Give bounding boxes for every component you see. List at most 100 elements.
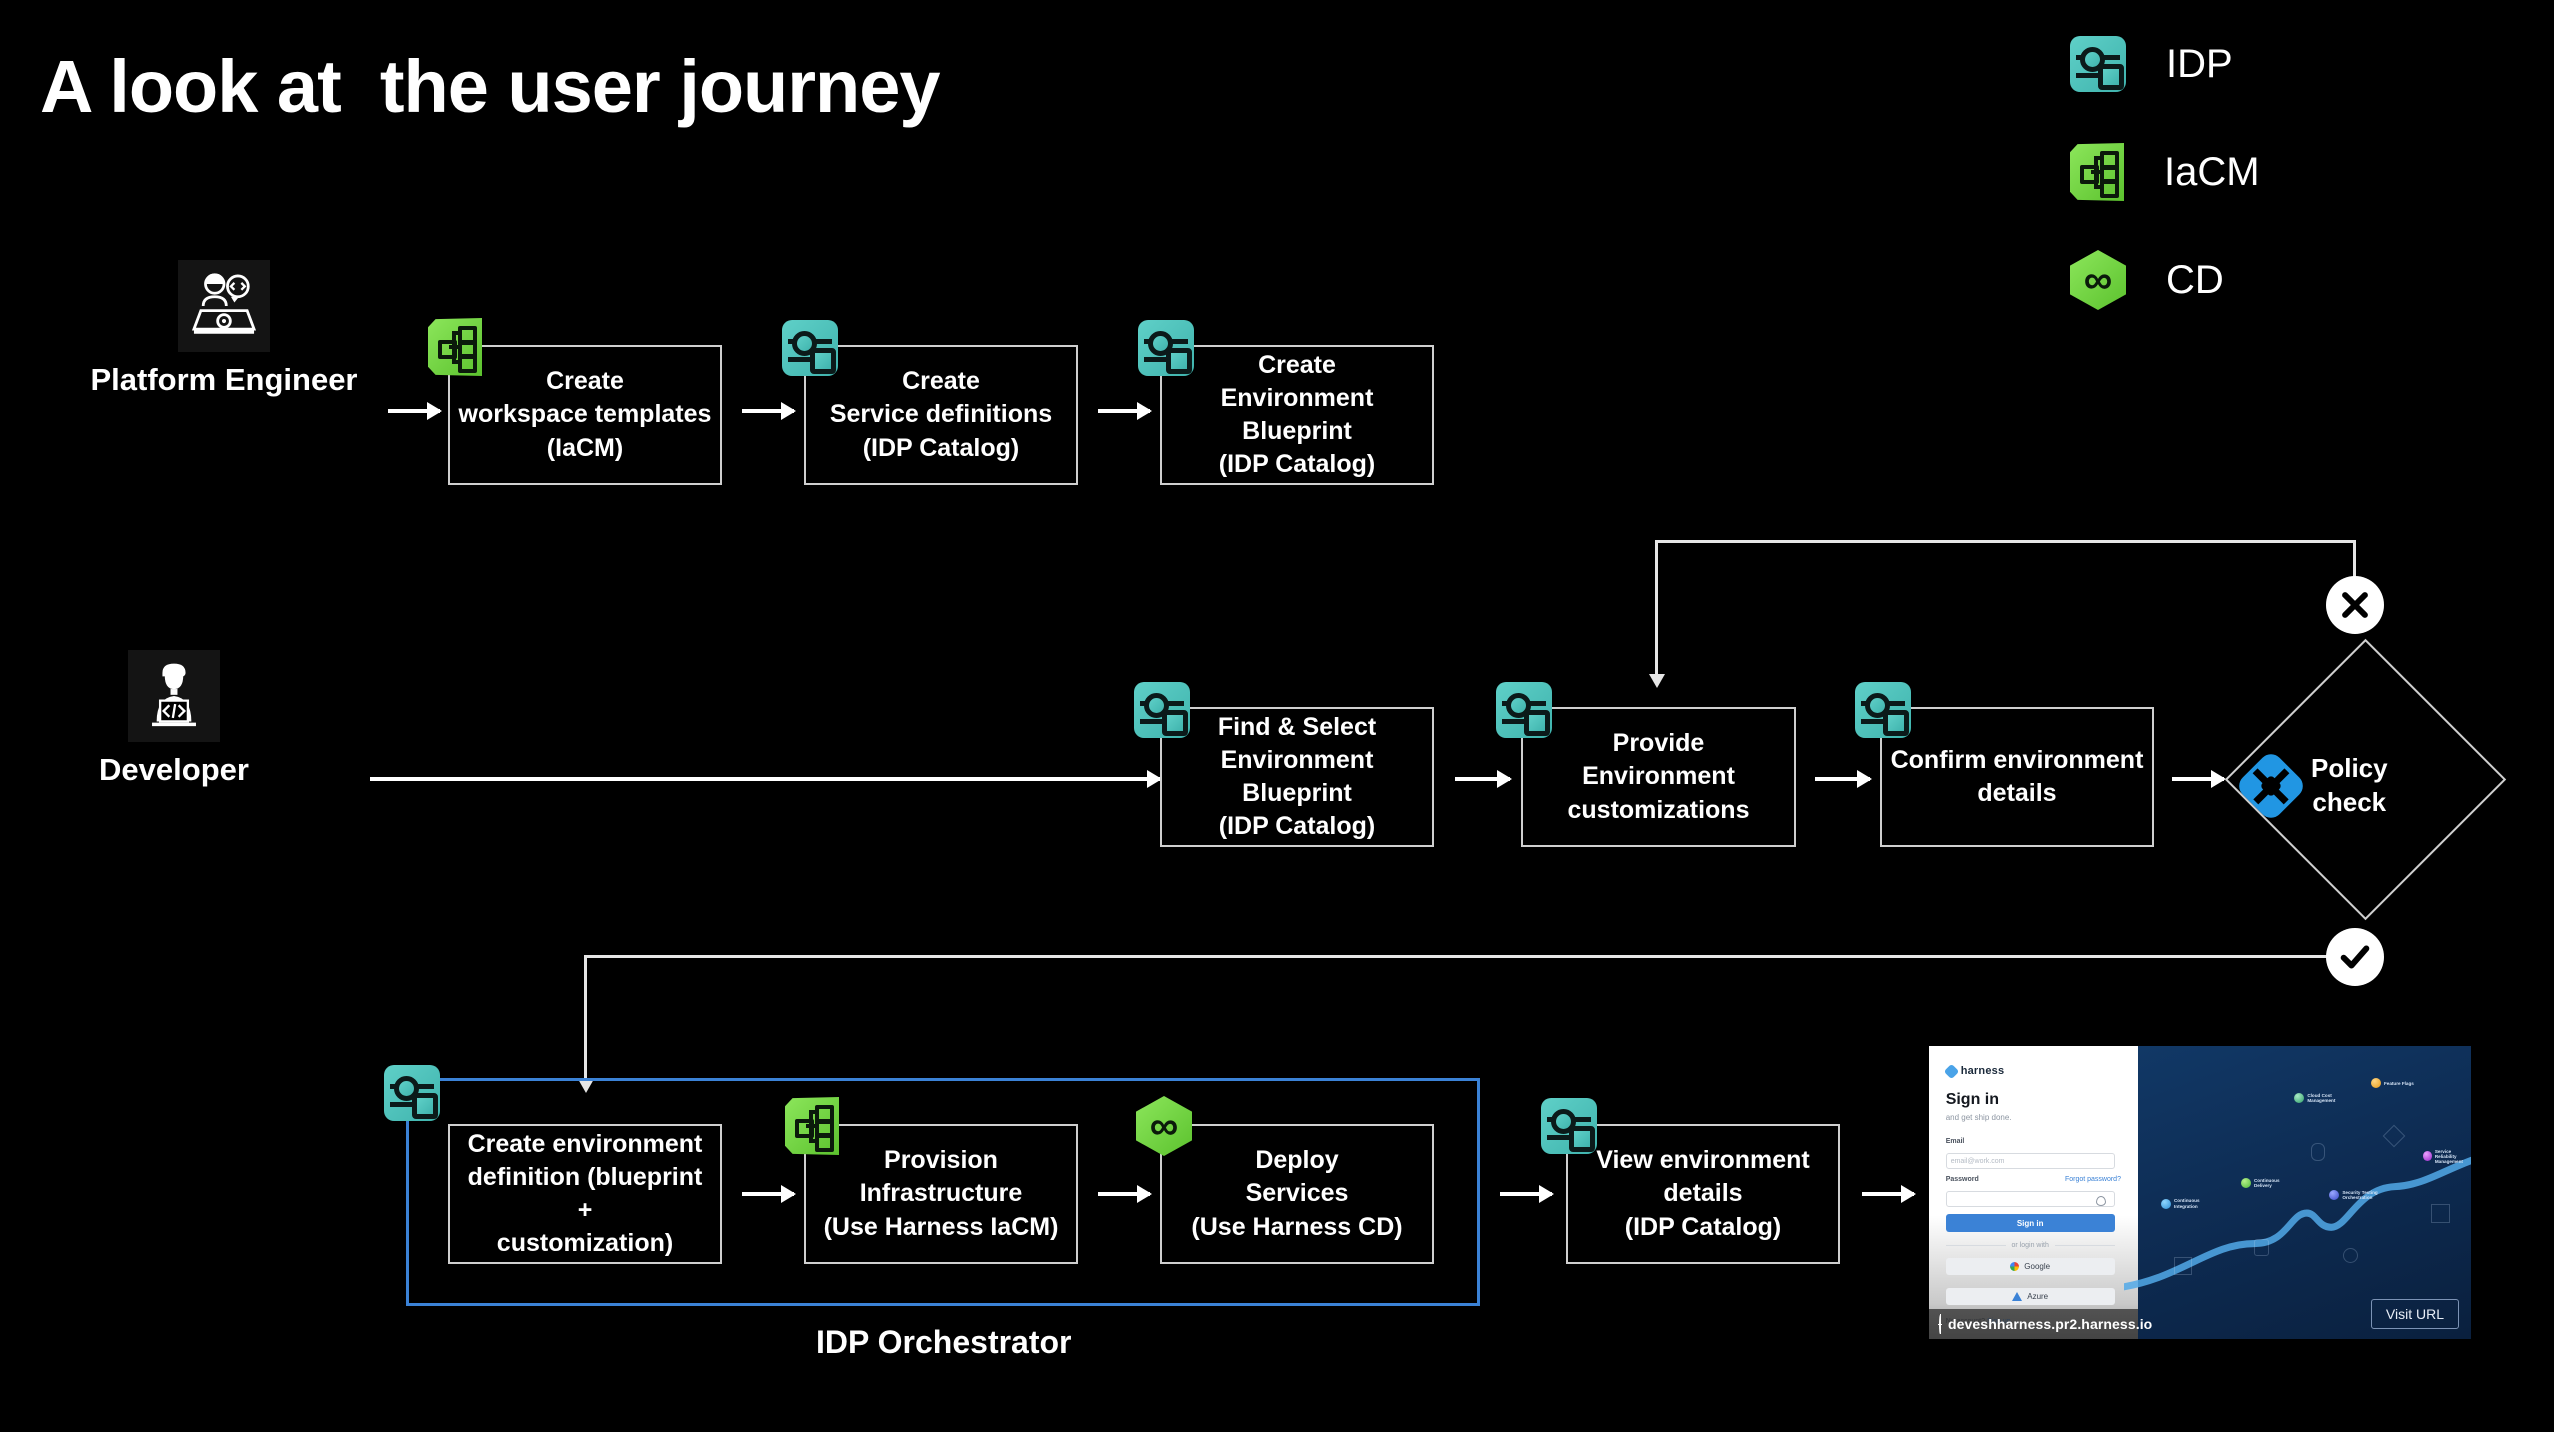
illustration-panel: Continuous Integration Continuous Delive… [2124,1046,2471,1339]
reject-path-arrow-down [1655,540,1658,676]
signin-heading: Sign in [1945,1091,2000,1109]
step-create-service-definitions[interactable]: Create Service definitions (IDP Catalog) [804,345,1078,485]
arrow-find-to-provide [1455,777,1510,781]
arrow-deploy-to-view [1500,1192,1552,1196]
arrow-create-def-to-provision [742,1192,794,1196]
harness-logo: harness [1943,1063,2005,1079]
legend-item-iacm: IaCM [2070,118,2470,226]
ci-icon [2160,1198,2171,1209]
illustration-node-cd: Continuous Delivery [2240,1177,2280,1188]
arrow-view-to-screenshot [1862,1192,1914,1196]
legend-label-cd: CD [2166,257,2224,302]
password-field[interactable] [1945,1191,2115,1208]
cost-glyph [2310,1142,2325,1161]
harness-logo-mark [1943,1063,1959,1079]
policy-icon [2234,749,2308,823]
step-label: Create Environment Blueprint (IDP Catalo… [1218,350,1376,479]
ccm-icon [2294,1093,2305,1104]
idp-icon [1541,1098,1597,1154]
delivery-glyph [2254,1239,2270,1257]
arrow-dev-to-find-select [370,777,1160,781]
signin-panel: harness Sign in and get ship done. Email… [1929,1046,2138,1339]
policy-check-content: Policy check [2234,749,2388,823]
iacm-icon [428,318,482,376]
url-text: deveshharness.pr2.harness.io [1948,1316,2153,1332]
divider: or login with [1945,1242,2115,1250]
ff-icon [2370,1078,2381,1089]
step-label: Provide Environment customizations [1567,729,1750,824]
idp-icon [384,1065,440,1121]
ci-label: Continuous Integration [2173,1198,2200,1209]
orchestrator-group [406,1078,1480,1306]
legend-label-idp: IDP [2166,41,2233,86]
reject-path-vertical-up [2353,540,2356,602]
step-view-environment-details[interactable]: View environment details (IDP Catalog) [1566,1124,1840,1264]
arrow-confirm-to-policy [2172,777,2224,781]
persona-developer: Developer [84,650,264,788]
persona-name-platform-engineer: Platform Engineer [90,362,358,397]
ff-label: Feature Flags [2383,1080,2414,1086]
illustration-node-ci: Continuous Integration [2160,1198,2200,1209]
azure-label: Azure [2027,1291,2049,1301]
srm-label: Service Reliability Management [2434,1148,2463,1164]
check-icon [2326,928,2384,986]
globe-icon [1938,1313,1942,1335]
search-glyph [2342,1248,2358,1264]
page-title: A look at the user journey [40,45,941,128]
google-icon [2010,1262,2020,1272]
idp-icon [782,320,838,376]
email-label: Email [1945,1138,1965,1146]
policy-check-label: Policy check [2311,753,2388,817]
legend-item-idp: IDP [2070,10,2470,118]
step-label: Create environment definition (blueprint… [467,1129,703,1258]
cd-node-label: Continuous Delivery [2253,1177,2280,1188]
step-create-environment-blueprint[interactable]: Create Environment Blueprint (IDP Catalo… [1160,345,1434,485]
illustration-node-srm: Service Reliability Management [2422,1148,2471,1164]
journey-path-illustration [2124,1156,2471,1290]
divider-label: or login with [2011,1242,2049,1250]
azure-icon [2012,1291,2023,1301]
cd-node-icon [2240,1177,2251,1188]
idp-icon [1496,682,1552,738]
arrow-pe-to-step1 [388,409,440,413]
step-label: Create Service definitions (IDP Catalog) [829,367,1053,462]
persona-platform-engineer: Platform Engineer [84,260,364,398]
idp-icon [1134,682,1190,738]
arrow-provide-to-confirm [1815,777,1870,781]
google-login-button[interactable]: Google [1945,1258,2115,1276]
sto-label: Security Testing Orchestration [2342,1189,2378,1200]
step-deploy-services[interactable]: Deploy Services (Use Harness CD) [1160,1124,1434,1264]
step-label: View environment details (IDP Catalog) [1596,1146,1810,1241]
forgot-password-link[interactable]: Forgot password? [2064,1176,2121,1184]
step-find-select-environment-blueprint[interactable]: Find & Select Environment Blueprint (IDP… [1160,707,1434,847]
url-bar: deveshharness.pr2.harness.io [1929,1309,2152,1339]
arrow-provision-to-deploy [1098,1192,1150,1196]
step-create-environment-definition[interactable]: Create environment definition (blueprint… [448,1124,722,1264]
email-field[interactable]: email@work.com [1945,1152,2115,1169]
step-confirm-environment-details[interactable]: Confirm environment details [1880,707,2154,847]
srm-glyph [2430,1204,2450,1224]
legend: IDP IaCM ∞ CD [2070,10,2470,334]
idp-icon [2070,36,2126,92]
step-create-workspace-templates[interactable]: Create workspace templates (IaCM) [448,345,722,485]
signin-button[interactable]: Sign in [1945,1214,2115,1233]
step-provide-environment-customizations[interactable]: Provide Environment customizations [1521,707,1796,847]
cd-icon: ∞ [2070,250,2126,310]
flag-glyph [2382,1124,2406,1148]
iacm-icon [785,1097,839,1155]
developer-avatar [128,650,220,742]
azure-login-button[interactable]: Azure [1945,1287,2115,1305]
platform-engineer-avatar [178,260,270,352]
idp-icon [1855,682,1911,738]
eye-icon[interactable] [2095,1196,2106,1207]
signin-subheading: and get ship done. [1945,1113,2012,1123]
product-screenshot-thumbnail[interactable]: harness Sign in and get ship done. Email… [1929,1046,2471,1339]
visit-url-button[interactable]: Visit URL [2370,1299,2459,1329]
step-label: Find & Select Environment Blueprint (IDP… [1217,712,1377,841]
step-provision-infrastructure[interactable]: Provision Infrastructure (Use Harness Ia… [804,1124,1078,1264]
approve-path-arrow-down [584,955,587,1081]
step-label: Provision Infrastructure (Use Harness Ia… [823,1146,1059,1241]
google-label: Google [2024,1262,2051,1272]
legend-item-cd: ∞ CD [2070,226,2470,334]
